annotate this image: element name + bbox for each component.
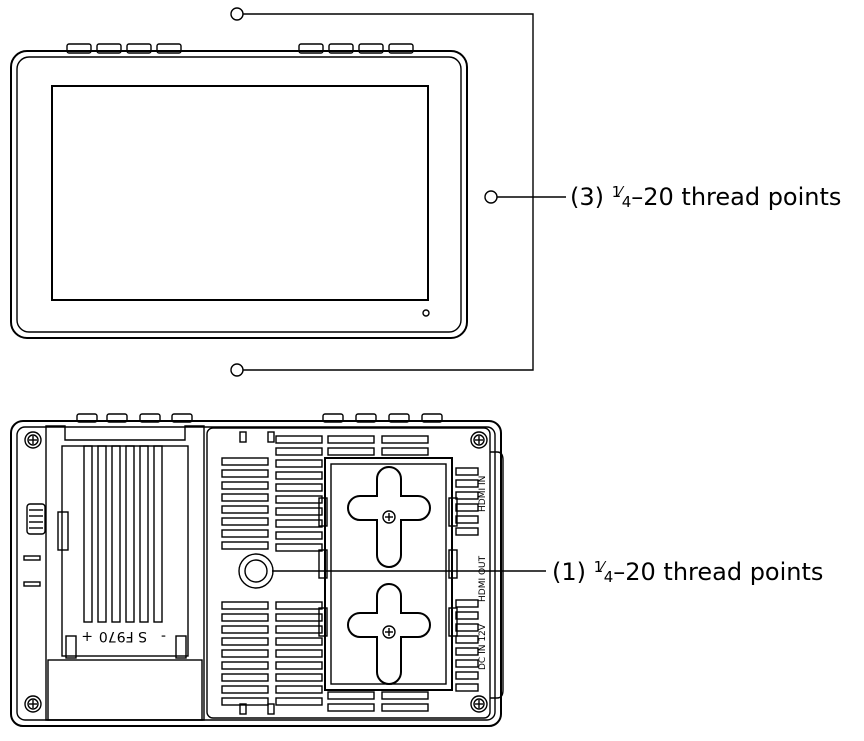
vent-slot [275, 495, 323, 504]
vent-slot [275, 697, 323, 706]
mounting-bracket [318, 457, 458, 691]
vent-slot [275, 519, 323, 528]
battery-model: S F970 [99, 628, 147, 644]
battery-slots [83, 445, 163, 623]
screw-icon [470, 695, 488, 713]
vent-slot [221, 505, 269, 514]
side-controls [23, 503, 46, 587]
vent-slot [275, 483, 323, 492]
vent-slot [455, 527, 479, 536]
vent-slot [455, 611, 479, 620]
vent-slot [455, 503, 479, 512]
vent-slot [455, 671, 479, 680]
vent-slot [221, 517, 269, 526]
corner-screws [24, 431, 488, 713]
monitor-screen [51, 85, 429, 301]
vent-slot [275, 613, 323, 622]
cross-slot-lower [347, 583, 431, 685]
front-callout-label: (3) 1⁄4–20 thread points [570, 183, 841, 211]
vent-slot [381, 703, 429, 712]
vent-slot [455, 467, 479, 476]
vent-slot [221, 613, 269, 622]
vent-slot [275, 543, 323, 552]
port-label-dc-in: DC IN 12V [478, 623, 488, 670]
monitor-rear-body [10, 420, 502, 727]
thread-point-top-marker [230, 7, 244, 21]
vent-slot [221, 541, 269, 550]
rear-view: + S F970 - HDMI [10, 413, 546, 727]
vent-slot [455, 635, 479, 644]
vent-slot [275, 685, 323, 694]
thread-point-side-marker [484, 190, 498, 204]
vent-slot [381, 435, 429, 444]
vent-slot [221, 625, 269, 634]
vent-slot [221, 529, 269, 538]
thread-point-bottom-marker [230, 363, 244, 377]
battery-plus: + [81, 628, 93, 644]
screw-icon [470, 431, 488, 449]
vent-slot [327, 703, 375, 712]
vent-slot [221, 661, 269, 670]
vent-slot [221, 697, 269, 706]
vent-slot [221, 637, 269, 646]
port-label-hdmi-out: HDMI OUT [478, 555, 488, 602]
vent-slot [455, 623, 479, 632]
vent-slot [381, 447, 429, 456]
vent-slot [221, 685, 269, 694]
vent-slot [221, 457, 269, 466]
vent-slot [221, 673, 269, 682]
light-sensor [422, 309, 430, 317]
vent-slot [275, 625, 323, 634]
vent-slot [455, 659, 479, 668]
vent-slot [221, 649, 269, 658]
vent-slot [275, 507, 323, 516]
vent-slot [275, 673, 323, 682]
battery-minus: - [161, 628, 166, 644]
vent-slot [275, 471, 323, 480]
front-leader-lines [230, 7, 566, 377]
vent-slot [327, 435, 375, 444]
vent-slot [455, 683, 479, 692]
vent-slot [275, 637, 323, 646]
vent-slot [275, 435, 323, 444]
rear-callout-label: (1) 1⁄4–20 thread points [552, 558, 823, 586]
vent-slot [275, 601, 323, 610]
vent-slot [275, 649, 323, 658]
port-label-hdmi-in: HDMI IN [478, 476, 488, 512]
vent-slot [327, 447, 375, 456]
vent-panel [206, 427, 491, 719]
vent-slot [221, 493, 269, 502]
vent-slot [221, 469, 269, 478]
screw-icon [24, 695, 42, 713]
vent-slot [327, 691, 375, 700]
monitor-front-body [10, 50, 468, 339]
vent-slot [455, 647, 479, 656]
vent-slot [221, 481, 269, 490]
vent-slot [275, 661, 323, 670]
vent-slot [455, 515, 479, 524]
monitor-front-bezel [16, 56, 462, 333]
vent-slot [221, 601, 269, 610]
vent-slot [275, 447, 323, 456]
screw-icon [24, 431, 42, 449]
vent-slot [275, 459, 323, 468]
rear-thread-point [238, 553, 274, 589]
vent-slot [455, 491, 479, 500]
screw-icon [382, 510, 396, 524]
cross-slot-upper [347, 466, 431, 568]
front-view [10, 43, 468, 339]
vent-slot [275, 531, 323, 540]
battery-plate: + S F970 - [45, 425, 205, 721]
screw-icon [382, 625, 396, 639]
vent-slot [455, 599, 479, 608]
vent-slot [455, 479, 479, 488]
vent-slot [381, 691, 429, 700]
front-top-buttons [66, 43, 414, 54]
